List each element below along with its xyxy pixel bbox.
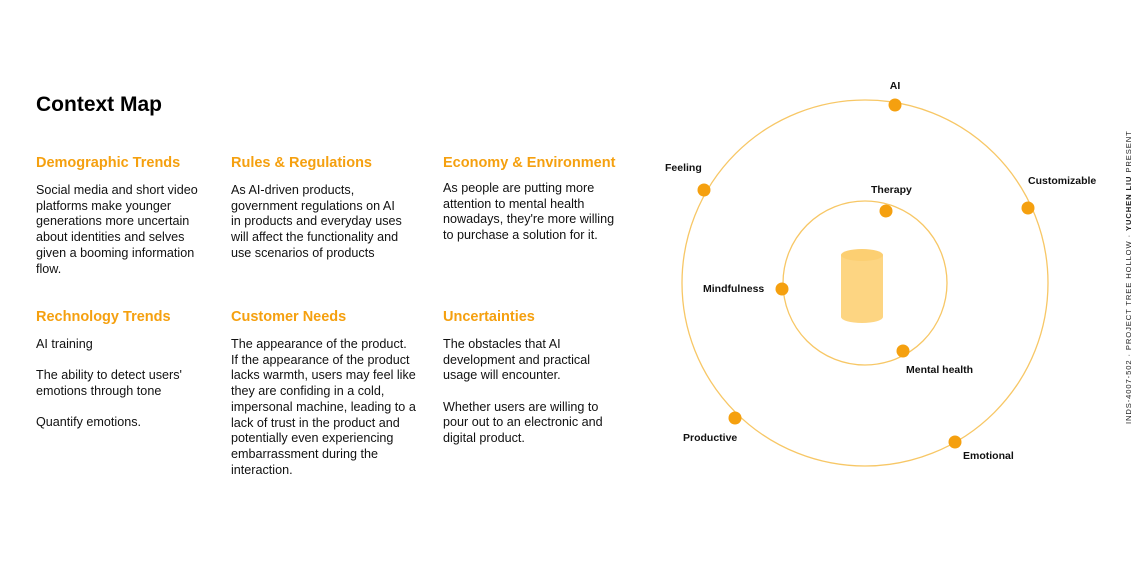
node-label-mental-health: Mental health <box>906 364 973 376</box>
node-mindfulness <box>775 282 789 296</box>
center-cylinder-icon <box>841 249 883 323</box>
context-orbit-diagram: AI Customizable Feeling Productive Emoti… <box>640 70 1120 490</box>
section-technology-trends: Rechnology Trends AI training The abilit… <box>36 309 208 431</box>
section-text: The ability to detect users' emotions th… <box>36 368 182 398</box>
section-economy-environment: Economy & Environment As people are putt… <box>443 155 623 244</box>
node-customizable <box>1021 201 1035 215</box>
node-label-productive: Productive <box>683 432 737 444</box>
section-heading: Customer Needs <box>231 309 347 325</box>
node-label-emotional: Emotional <box>963 450 1014 462</box>
credit-author: YUCHEN LIU <box>1124 175 1133 231</box>
vertical-credit-text: INDS-4007-502 · PROJECT TREE HOLLOW · YU… <box>1124 130 1133 424</box>
section-heading: Demographic Trends <box>36 155 181 171</box>
section-customer-needs: Customer Needs The appearance of the pro… <box>231 309 416 478</box>
section-text: AI training <box>36 337 93 351</box>
node-feeling <box>697 183 711 197</box>
section-rules-regulations: Rules & Regulations As AI-driven product… <box>231 155 403 262</box>
section-text: As people are putting more attention to … <box>443 181 615 243</box>
section-heading: Economy & Environment <box>443 155 616 171</box>
section-heading: Rules & Regulations <box>231 155 372 171</box>
node-label-ai: AI <box>890 80 901 92</box>
node-emotional <box>948 435 962 449</box>
section-text: Social media and short video platforms m… <box>36 183 198 276</box>
section-demographic-trends: Demographic Trends Social media and shor… <box>36 155 208 277</box>
node-label-feeling: Feeling <box>665 162 702 174</box>
section-heading: Rechnology Trends <box>36 309 171 325</box>
section-uncertainties: Uncertainties The obstacles that AI deve… <box>443 309 623 447</box>
outer-ring <box>681 99 1049 467</box>
credit-suffix: PRESENT <box>1124 130 1133 176</box>
node-ai <box>888 98 902 112</box>
section-text: As AI-driven products, government regula… <box>231 183 402 260</box>
section-text: The obstacles that AI development and pr… <box>443 337 591 383</box>
node-label-therapy: Therapy <box>871 184 912 196</box>
node-label-mindfulness: Mindfulness <box>703 283 764 295</box>
node-label-customizable: Customizable <box>1028 175 1096 187</box>
node-therapy <box>879 204 893 218</box>
node-mental-health <box>896 344 910 358</box>
credit-prefix: INDS-4007-502 · PROJECT TREE HOLLOW · <box>1124 230 1133 424</box>
section-text: Quantify emotions. <box>36 415 141 430</box>
section-heading: Uncertainties <box>443 309 535 325</box>
node-productive <box>728 411 742 425</box>
section-text: The appearance of the product. If the ap… <box>231 337 416 477</box>
page-title: Context Map <box>36 93 162 116</box>
section-text: Whether users are willing to pour out to… <box>443 399 603 446</box>
